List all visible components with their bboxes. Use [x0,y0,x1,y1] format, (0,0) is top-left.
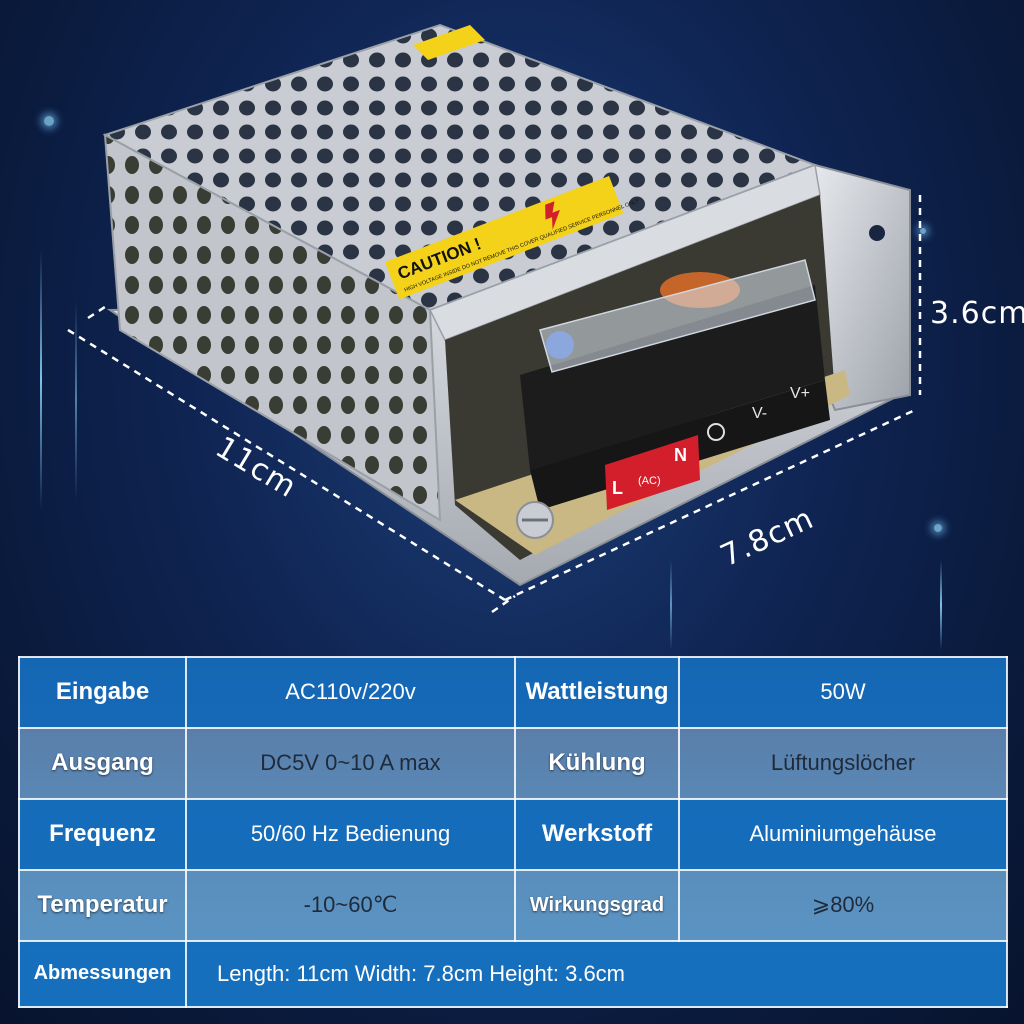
terminal-label-vminus: V- [752,405,767,422]
table-row: Temperatur -10~60℃ Wirkungsgrad ⩾80% [18,868,1008,942]
spec-value: 50W [678,656,1008,729]
spec-value: Lüftungslöcher [678,726,1008,800]
spec-value: -10~60℃ [185,868,516,942]
spec-value: Length: 11cm Width: 7.8cm Height: 3.6cm [185,939,1008,1009]
product-illustration: L (AC) N V- V+ CAUTION ! HIGH VOLTAGE IN… [67,23,1024,614]
high-voltage-icon [545,201,560,230]
spec-value: Aluminiumgehäuse [678,797,1008,871]
light-streak [670,560,672,650]
terminal-label-ac: (AC) [638,475,661,487]
table-row: Frequenz 50/60 Hz Bedienung Werkstoff Al… [18,797,1008,871]
table-row: Eingabe AC110v/220v Wattleistung 50W [18,656,1008,729]
light-streak [75,300,77,500]
spec-value: AC110v/220v [185,656,516,729]
spec-key: Wirkungsgrad [514,868,680,942]
spec-key: Wattleistung [514,656,680,729]
power-supply-image: L (AC) N V- V+ CAUTION ! HIGH VOLTAGE IN… [67,23,922,614]
spec-value: DC5V 0~10 A max [185,726,516,800]
light-streak [940,560,942,650]
spec-key: Abmessungen [18,939,187,1009]
ground-icon [707,423,725,441]
spec-value: 50/60 Hz Bedienung [185,797,516,871]
spec-key: Frequenz [18,797,187,871]
caution-label [385,175,624,300]
spec-table: Eingabe AC110v/220v Wattleistung 50W Aus… [18,656,1008,1009]
terminal-label-n: N [674,445,687,465]
dimension-lines [67,195,922,614]
spec-key: Ausgang [18,726,187,800]
terminal-label-vplus: V+ [790,385,810,402]
spec-table-container: Eingabe AC110v/220v Wattleistung 50W Aus… [18,656,1008,1009]
light-spark [934,524,942,532]
terminal-label-l: L [612,478,623,498]
light-streak [40,250,42,510]
spec-key: Temperatur [18,868,187,942]
height-label: 3.6cm [930,296,1024,331]
table-row: Ausgang DC5V 0~10 A max Kühlung Lüftungs… [18,726,1008,800]
spec-key: Kühlung [514,726,680,800]
light-spark [920,228,926,234]
spec-value: ⩾80% [678,868,1008,942]
light-spark [44,116,54,126]
spec-key: Eingabe [18,656,187,729]
spec-key: Werkstoff [514,797,680,871]
table-row: Abmessungen Length: 11cm Width: 7.8cm He… [18,939,1008,1009]
